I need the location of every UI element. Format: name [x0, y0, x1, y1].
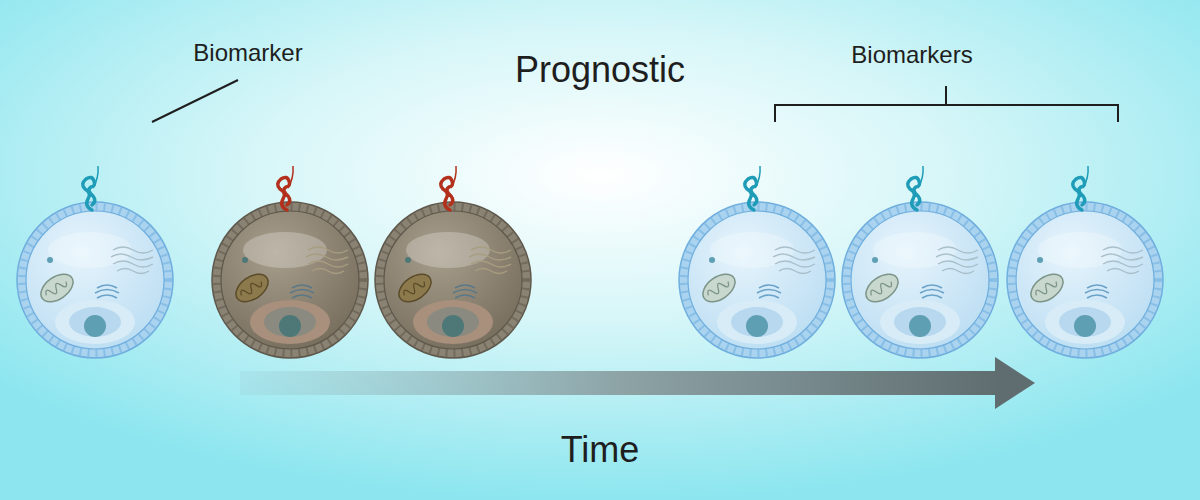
callout-label: Biomarkers [851, 42, 972, 68]
axis-label: Time [561, 430, 640, 470]
time-arrow [240, 357, 1035, 409]
healthy-cell [842, 166, 998, 358]
healthy-cell [17, 166, 173, 358]
bracket [775, 86, 1118, 122]
callout-label: Biomarker [193, 40, 302, 66]
diagram-title: Prognostic [515, 50, 685, 90]
healthy-cell [1007, 166, 1163, 358]
diseased-cell [375, 166, 531, 358]
diseased-cell [212, 166, 368, 358]
healthy-cell [679, 166, 835, 358]
leader-line [152, 80, 238, 122]
